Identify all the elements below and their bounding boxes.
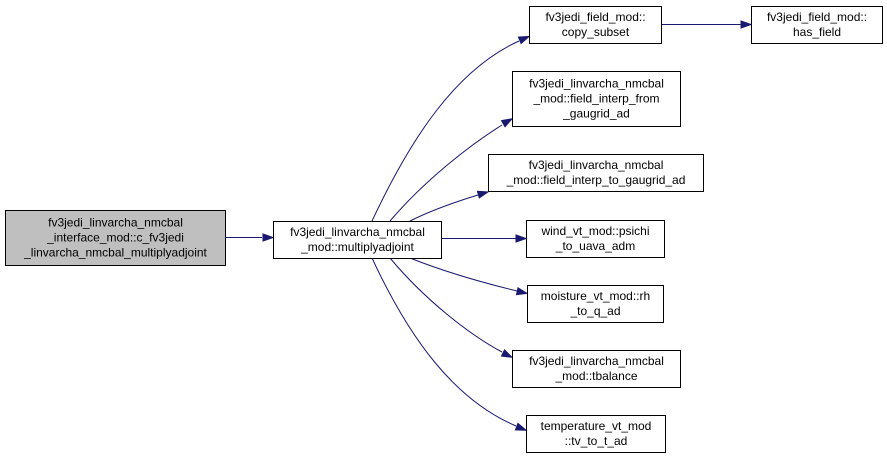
node-tbal[interactable]: fv3jedi_linvarcha_nmcbal_mod::tbalance <box>512 350 681 388</box>
edge-mult-to-from <box>389 118 514 222</box>
node-from[interactable]: fv3jedi_linvarcha_nmcbal_mod::field_inte… <box>512 71 681 127</box>
node-box[interactable] <box>527 285 664 323</box>
node-label-line: has_field <box>793 25 841 39</box>
node-label-line: fv3jedi_field_mod:: <box>767 10 867 24</box>
node-label-line: _mod::tbalance <box>554 369 637 383</box>
edge-line <box>389 124 503 222</box>
node-to[interactable]: fv3jedi_linvarcha_nmcbal_mod::field_inte… <box>488 154 704 192</box>
node-mult[interactable]: fv3jedi_linvarcha_nmcbal_mod::multiplyad… <box>273 221 442 259</box>
edge-line <box>409 194 479 222</box>
node-label-line: fv3jedi_field_mod:: <box>545 10 645 24</box>
node-label-line: _to_uava_adm <box>555 239 635 253</box>
node-label-line: copy_subset <box>562 25 630 39</box>
node-label-line: fv3jedi_linvarcha_nmcbal <box>529 77 664 91</box>
arrowhead-icon <box>740 20 753 29</box>
node-label-line: _gaugrid_ad <box>562 107 630 121</box>
arrowhead-icon <box>514 422 528 431</box>
node-label-line: fv3jedi_linvarcha_nmcbal <box>290 225 425 239</box>
arrowhead-icon <box>500 348 514 358</box>
node-label-line: fv3jedi_linvarcha_nmcbal <box>529 158 664 172</box>
node-label-line: moisture_vt_mod::rh <box>541 289 650 303</box>
edge-mult-to-tbal <box>389 257 514 358</box>
arrowhead-icon <box>517 35 531 45</box>
arrowhead-icon <box>515 287 529 296</box>
edge-copy-to-has <box>661 20 753 29</box>
node-label-line: _mod::multiplyadjoint <box>300 240 414 254</box>
edge-line <box>389 257 503 353</box>
node-has[interactable]: fv3jedi_field_mod::has_field <box>751 6 883 44</box>
node-label-line: _linvarcha_nmcbal_multiplyadjoint <box>23 246 207 260</box>
node-box[interactable] <box>751 6 883 44</box>
edge-mult-to-rh <box>409 257 529 296</box>
node-box[interactable] <box>526 220 665 258</box>
node-box[interactable] <box>529 6 662 44</box>
node-label-line: temperature_vt_mod <box>541 419 652 433</box>
edge-mult-to-copy <box>371 35 531 222</box>
node-copy[interactable]: fv3jedi_field_mod::copy_subset <box>529 6 662 44</box>
node-box[interactable] <box>5 210 226 266</box>
edge-mult-to-to <box>409 190 490 222</box>
node-box[interactable] <box>488 154 704 192</box>
node-box[interactable] <box>526 415 666 453</box>
arrowhead-icon <box>476 190 490 199</box>
node-label-line: _mod::field_interp_to_gaugrid_ad <box>506 173 686 187</box>
edge-line <box>371 257 517 427</box>
node-label-line: fv3jedi_linvarcha_nmcbal <box>529 354 664 368</box>
node-box[interactable] <box>512 71 681 127</box>
node-label-line: wind_vt_mod::psichi <box>540 224 649 238</box>
node-tv[interactable]: temperature_vt_mod::tv_to_t_ad <box>526 415 666 453</box>
node-label-line: fv3jedi_linvarcha_nmcbal <box>48 216 183 230</box>
edge-mult-to-psichi <box>441 234 528 243</box>
node-label-line: ::tv_to_t_ad <box>565 434 628 448</box>
nodes-layer: fv3jedi_linvarcha_nmcbal_interface_mod::… <box>5 6 883 453</box>
node-box[interactable] <box>512 350 681 388</box>
node-root[interactable]: fv3jedi_linvarcha_nmcbal_interface_mod::… <box>5 210 226 266</box>
edge-root-to-mult <box>225 233 275 242</box>
node-label-line: _interface_mod::c_fv3jedi <box>46 231 184 245</box>
edge-mult-to-tv <box>371 257 528 431</box>
arrowhead-icon <box>262 233 275 242</box>
edge-line <box>371 40 520 222</box>
node-psichi[interactable]: wind_vt_mod::psichi_to_uava_adm <box>526 220 665 258</box>
arrowhead-icon <box>500 118 514 128</box>
edges-layer <box>225 20 753 431</box>
node-box[interactable] <box>273 221 442 259</box>
node-label-line: _mod::field_interp_from <box>532 92 659 106</box>
node-rh[interactable]: moisture_vt_mod::rh_to_q_ad <box>527 285 664 323</box>
node-label-line: _to_q_ad <box>569 304 620 318</box>
arrowhead-icon <box>515 234 528 243</box>
edge-line <box>409 257 518 292</box>
